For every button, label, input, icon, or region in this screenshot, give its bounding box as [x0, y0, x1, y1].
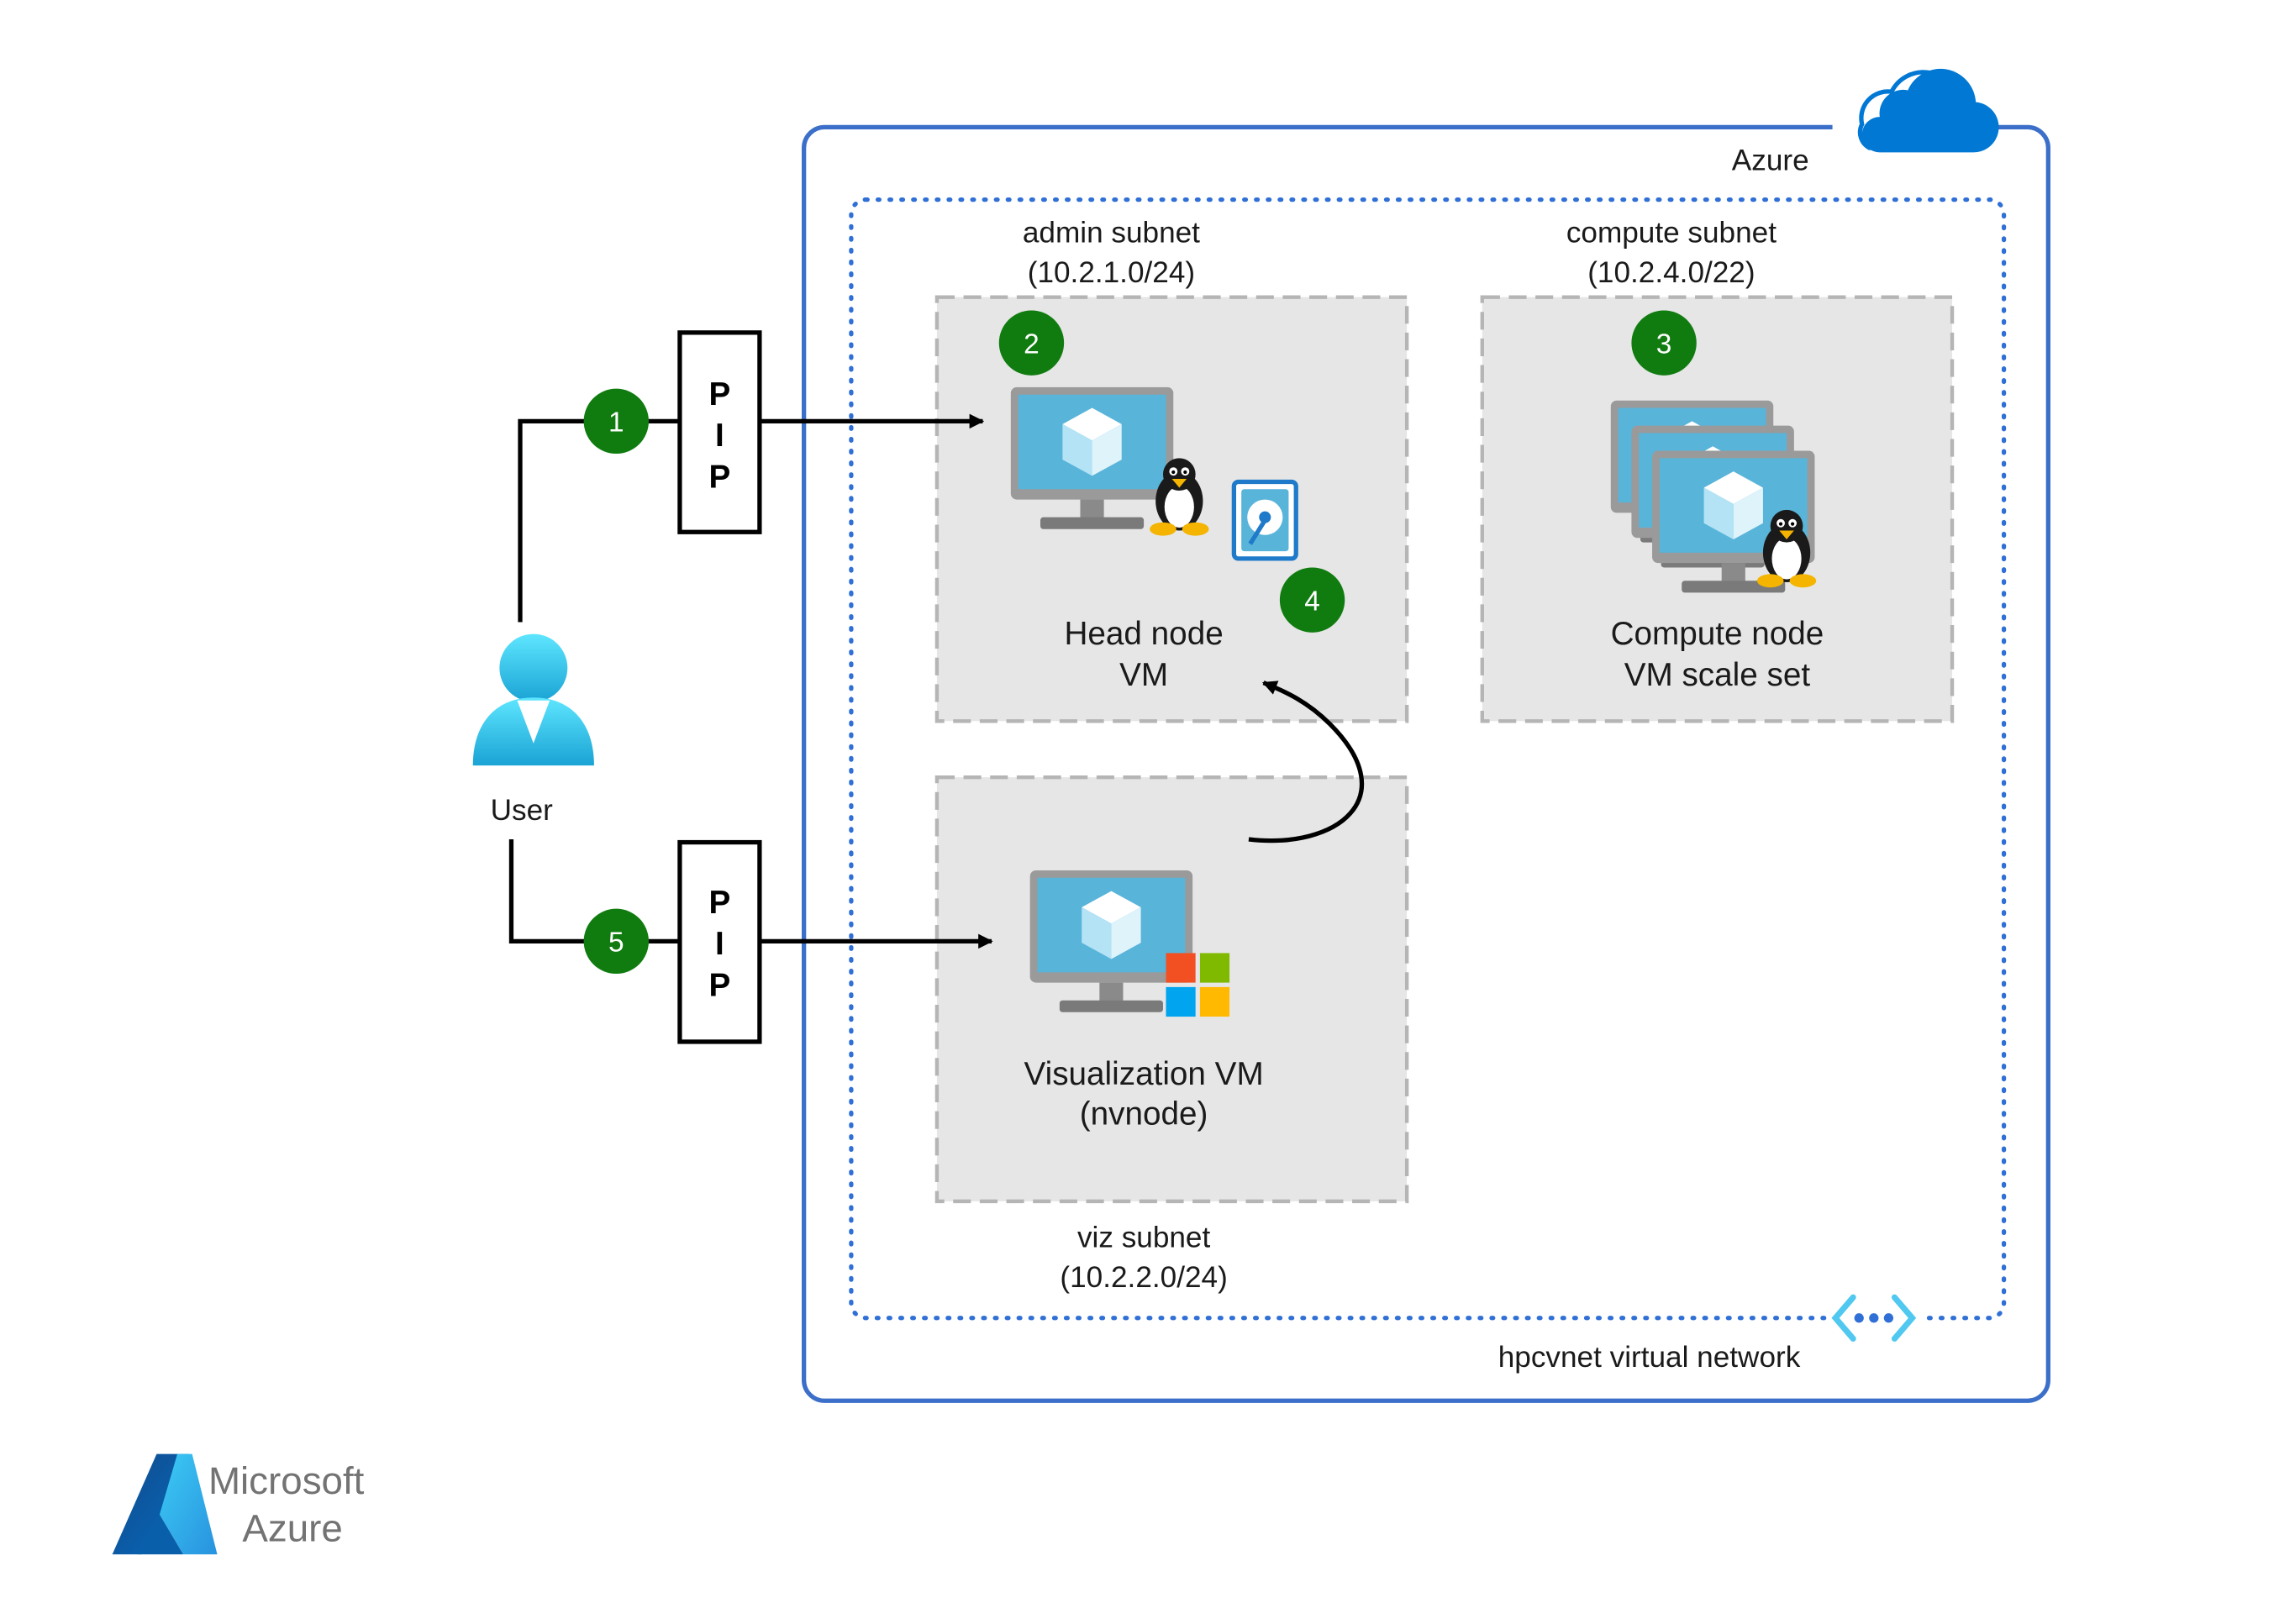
step-badge-5: 5	[583, 908, 649, 975]
svg-text:1: 1	[608, 407, 624, 439]
pip2-letter-p: P	[709, 885, 731, 921]
admin-subnet-cidr: (10.2.1.0/24)	[1028, 256, 1195, 289]
pip1-letter-p: P	[709, 376, 731, 413]
svg-text:2: 2	[1024, 328, 1040, 360]
vnet-icon	[1826, 1291, 1922, 1345]
user-label: User	[491, 794, 554, 827]
pip1-letter-p2: P	[709, 460, 731, 496]
compute-node-label-line1: Compute node	[1611, 616, 1824, 652]
compute-node-label-line2: VM scale set	[1624, 657, 1811, 693]
cloud-icon	[1832, 68, 1999, 160]
azure-label: Azure	[1732, 144, 1809, 176]
compute-subnet-cidr: (10.2.4.0/22)	[1587, 256, 1755, 289]
viz-subnet-name: viz subnet	[1077, 1221, 1211, 1253]
admin-subnet-name: admin subnet	[1023, 217, 1200, 250]
vnet-boundary	[849, 197, 2007, 1321]
azure-logo-icon	[112, 1453, 218, 1555]
azure-boundary	[802, 124, 2050, 1403]
step-badge-3: 3	[1631, 310, 1697, 376]
svg-text:4: 4	[1304, 586, 1320, 617]
pip1-letter-i: I	[715, 418, 724, 454]
arrow-viz-to-head-node	[1248, 681, 1365, 844]
pip2-letter-p2: P	[709, 967, 731, 1003]
pip2-letter-i: I	[715, 926, 724, 962]
vnet-label: hpcvnet virtual network	[1498, 1341, 1801, 1374]
head-node-label-line2: VM	[1119, 657, 1168, 693]
public-ip-box-2: P I P	[677, 839, 762, 1044]
viz-subnet-cidr: (10.2.2.0/24)	[1060, 1261, 1227, 1294]
step-badge-2: 2	[998, 310, 1065, 376]
public-ip-box-1: P I P	[677, 330, 762, 534]
brand-microsoft: Microsoft	[208, 1459, 365, 1502]
windows-logo-icon	[1166, 953, 1230, 1017]
step-badge-1: 1	[583, 388, 649, 455]
compute-subnet-name: compute subnet	[1566, 217, 1777, 250]
managed-disk-icon	[1231, 479, 1298, 561]
connector-user-to-pip1	[518, 418, 680, 623]
viz-node-label-line2: (nvnode)	[1080, 1096, 1208, 1132]
brand-azure: Azure	[242, 1506, 342, 1549]
user-icon	[472, 633, 594, 766]
svg-text:5: 5	[608, 928, 624, 959]
svg-text:3: 3	[1656, 328, 1672, 360]
viz-node-label-line1: Visualization VM	[1024, 1056, 1264, 1092]
step-badge-4: 4	[1279, 567, 1345, 633]
head-node-label-line1: Head node	[1064, 616, 1223, 652]
